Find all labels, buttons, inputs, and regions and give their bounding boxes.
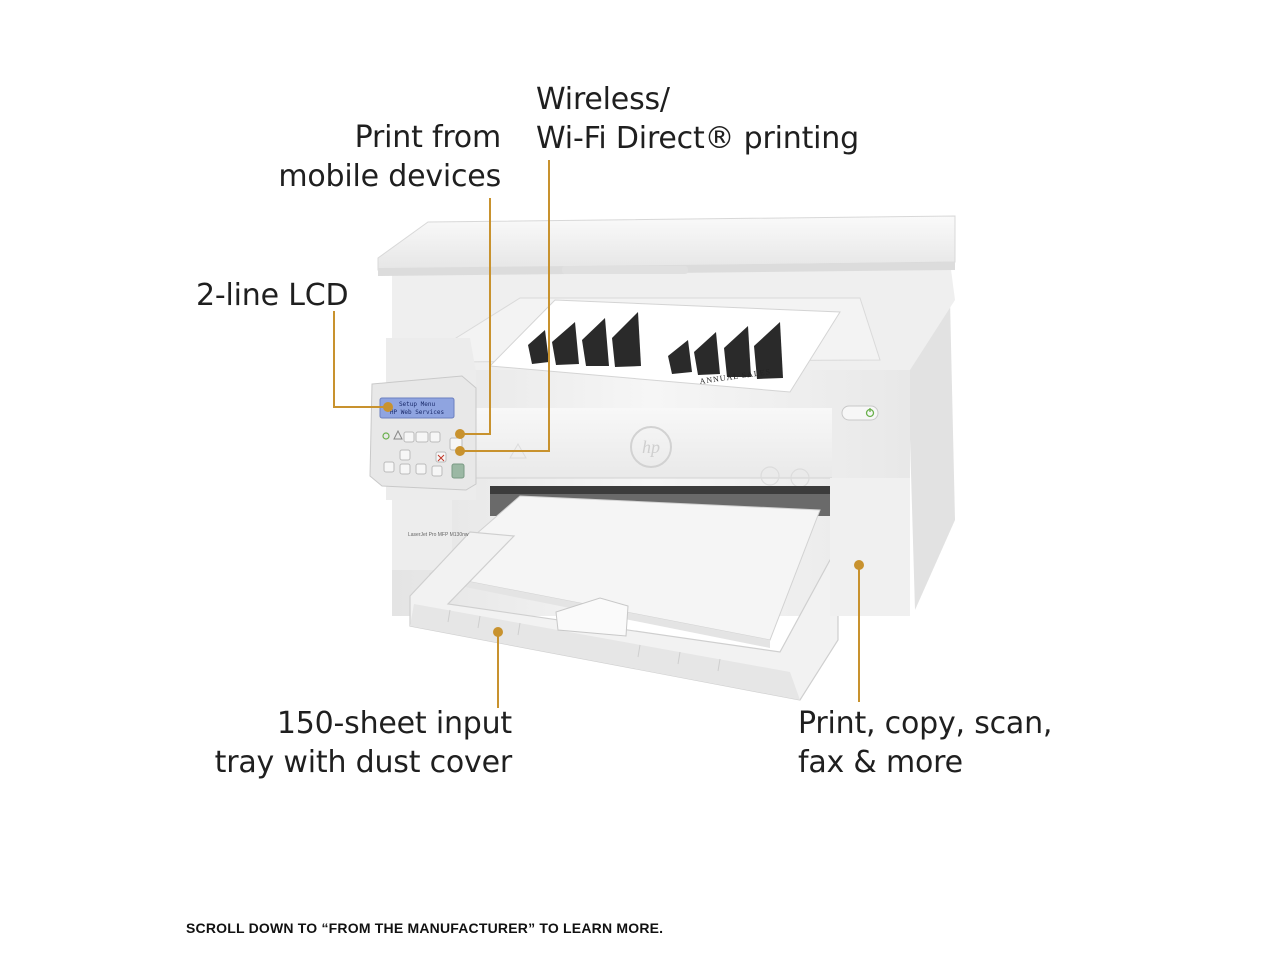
lid-handle [562, 266, 688, 274]
printer-side-panel [908, 300, 955, 610]
wifi-direct-emblem-icon [760, 466, 780, 486]
callout-wireless-line-1: Wireless/ [536, 82, 670, 117]
wrench-icon[interactable] [383, 461, 395, 473]
model-label: LaserJet Pro MFP M130nw [408, 532, 469, 538]
callout-mobile-line-2: mobile devices [278, 159, 501, 194]
callout-tray: 150-sheet input tray with dust cover [214, 704, 513, 782]
printer-right-front [830, 478, 910, 616]
callout-functions: Print, copy, scan, fax & more [798, 704, 1052, 782]
input-tray-lip [410, 604, 800, 700]
copy-settings-icon[interactable] [399, 463, 411, 475]
start-icon[interactable] [451, 463, 465, 479]
leader-wireless [460, 160, 550, 452]
input-slot-shadow [490, 486, 830, 494]
ready-light-icon [382, 432, 390, 440]
callout-tray-line-2: tray with dust cover [214, 745, 513, 780]
cancel-icon[interactable] [435, 451, 447, 463]
callout-tray-line-1: 150-sheet input [276, 706, 512, 741]
leader-lcd [333, 311, 388, 408]
back-icon[interactable] [399, 449, 411, 461]
leader-mobile [460, 198, 491, 435]
callout-lcd-line-1: 2-line LCD [196, 278, 349, 313]
right-arrow-icon[interactable] [429, 431, 441, 443]
callout-leaders [333, 160, 860, 708]
attention-light-icon [393, 429, 403, 440]
callout-wireless: Wireless/ Wi-Fi Direct® printing [536, 80, 859, 158]
callout-mobile: Print from mobile devices [278, 118, 501, 196]
power-icon [865, 408, 875, 418]
lcd-line-2: HP Web Services [390, 409, 445, 416]
front-panel [470, 408, 832, 478]
output-sheet-bar-chart [528, 312, 783, 379]
tray-ribs [447, 609, 721, 672]
left-arrow-icon[interactable] [403, 431, 415, 443]
id-copy-icon[interactable] [415, 463, 427, 475]
footer-note: SCROLL DOWN TO “FROM THE MANUFACTURER” T… [186, 920, 664, 936]
callout-lcd: 2-line LCD [196, 276, 349, 315]
paper-guide[interactable] [555, 597, 629, 637]
callout-wireless-line-2: Wi-Fi Direct® printing [536, 121, 859, 156]
callout-mobile-line-1: Print from [354, 120, 502, 155]
power-button[interactable] [841, 405, 879, 421]
hp-logo: hp [630, 426, 672, 468]
ok-icon[interactable] [415, 431, 429, 443]
svg-text:hp: hp [642, 437, 660, 457]
scanner-lid [377, 215, 956, 271]
lcd-line-1: Setup Menu [399, 401, 436, 408]
copy-menu-icon[interactable] [431, 465, 443, 477]
paper-stack [428, 495, 821, 641]
callout-functions-line-2: fax & more [798, 745, 963, 780]
callout-dots [383, 402, 864, 637]
output-sheet [488, 299, 841, 393]
callout-functions-line-1: Print, copy, scan, [798, 706, 1053, 741]
